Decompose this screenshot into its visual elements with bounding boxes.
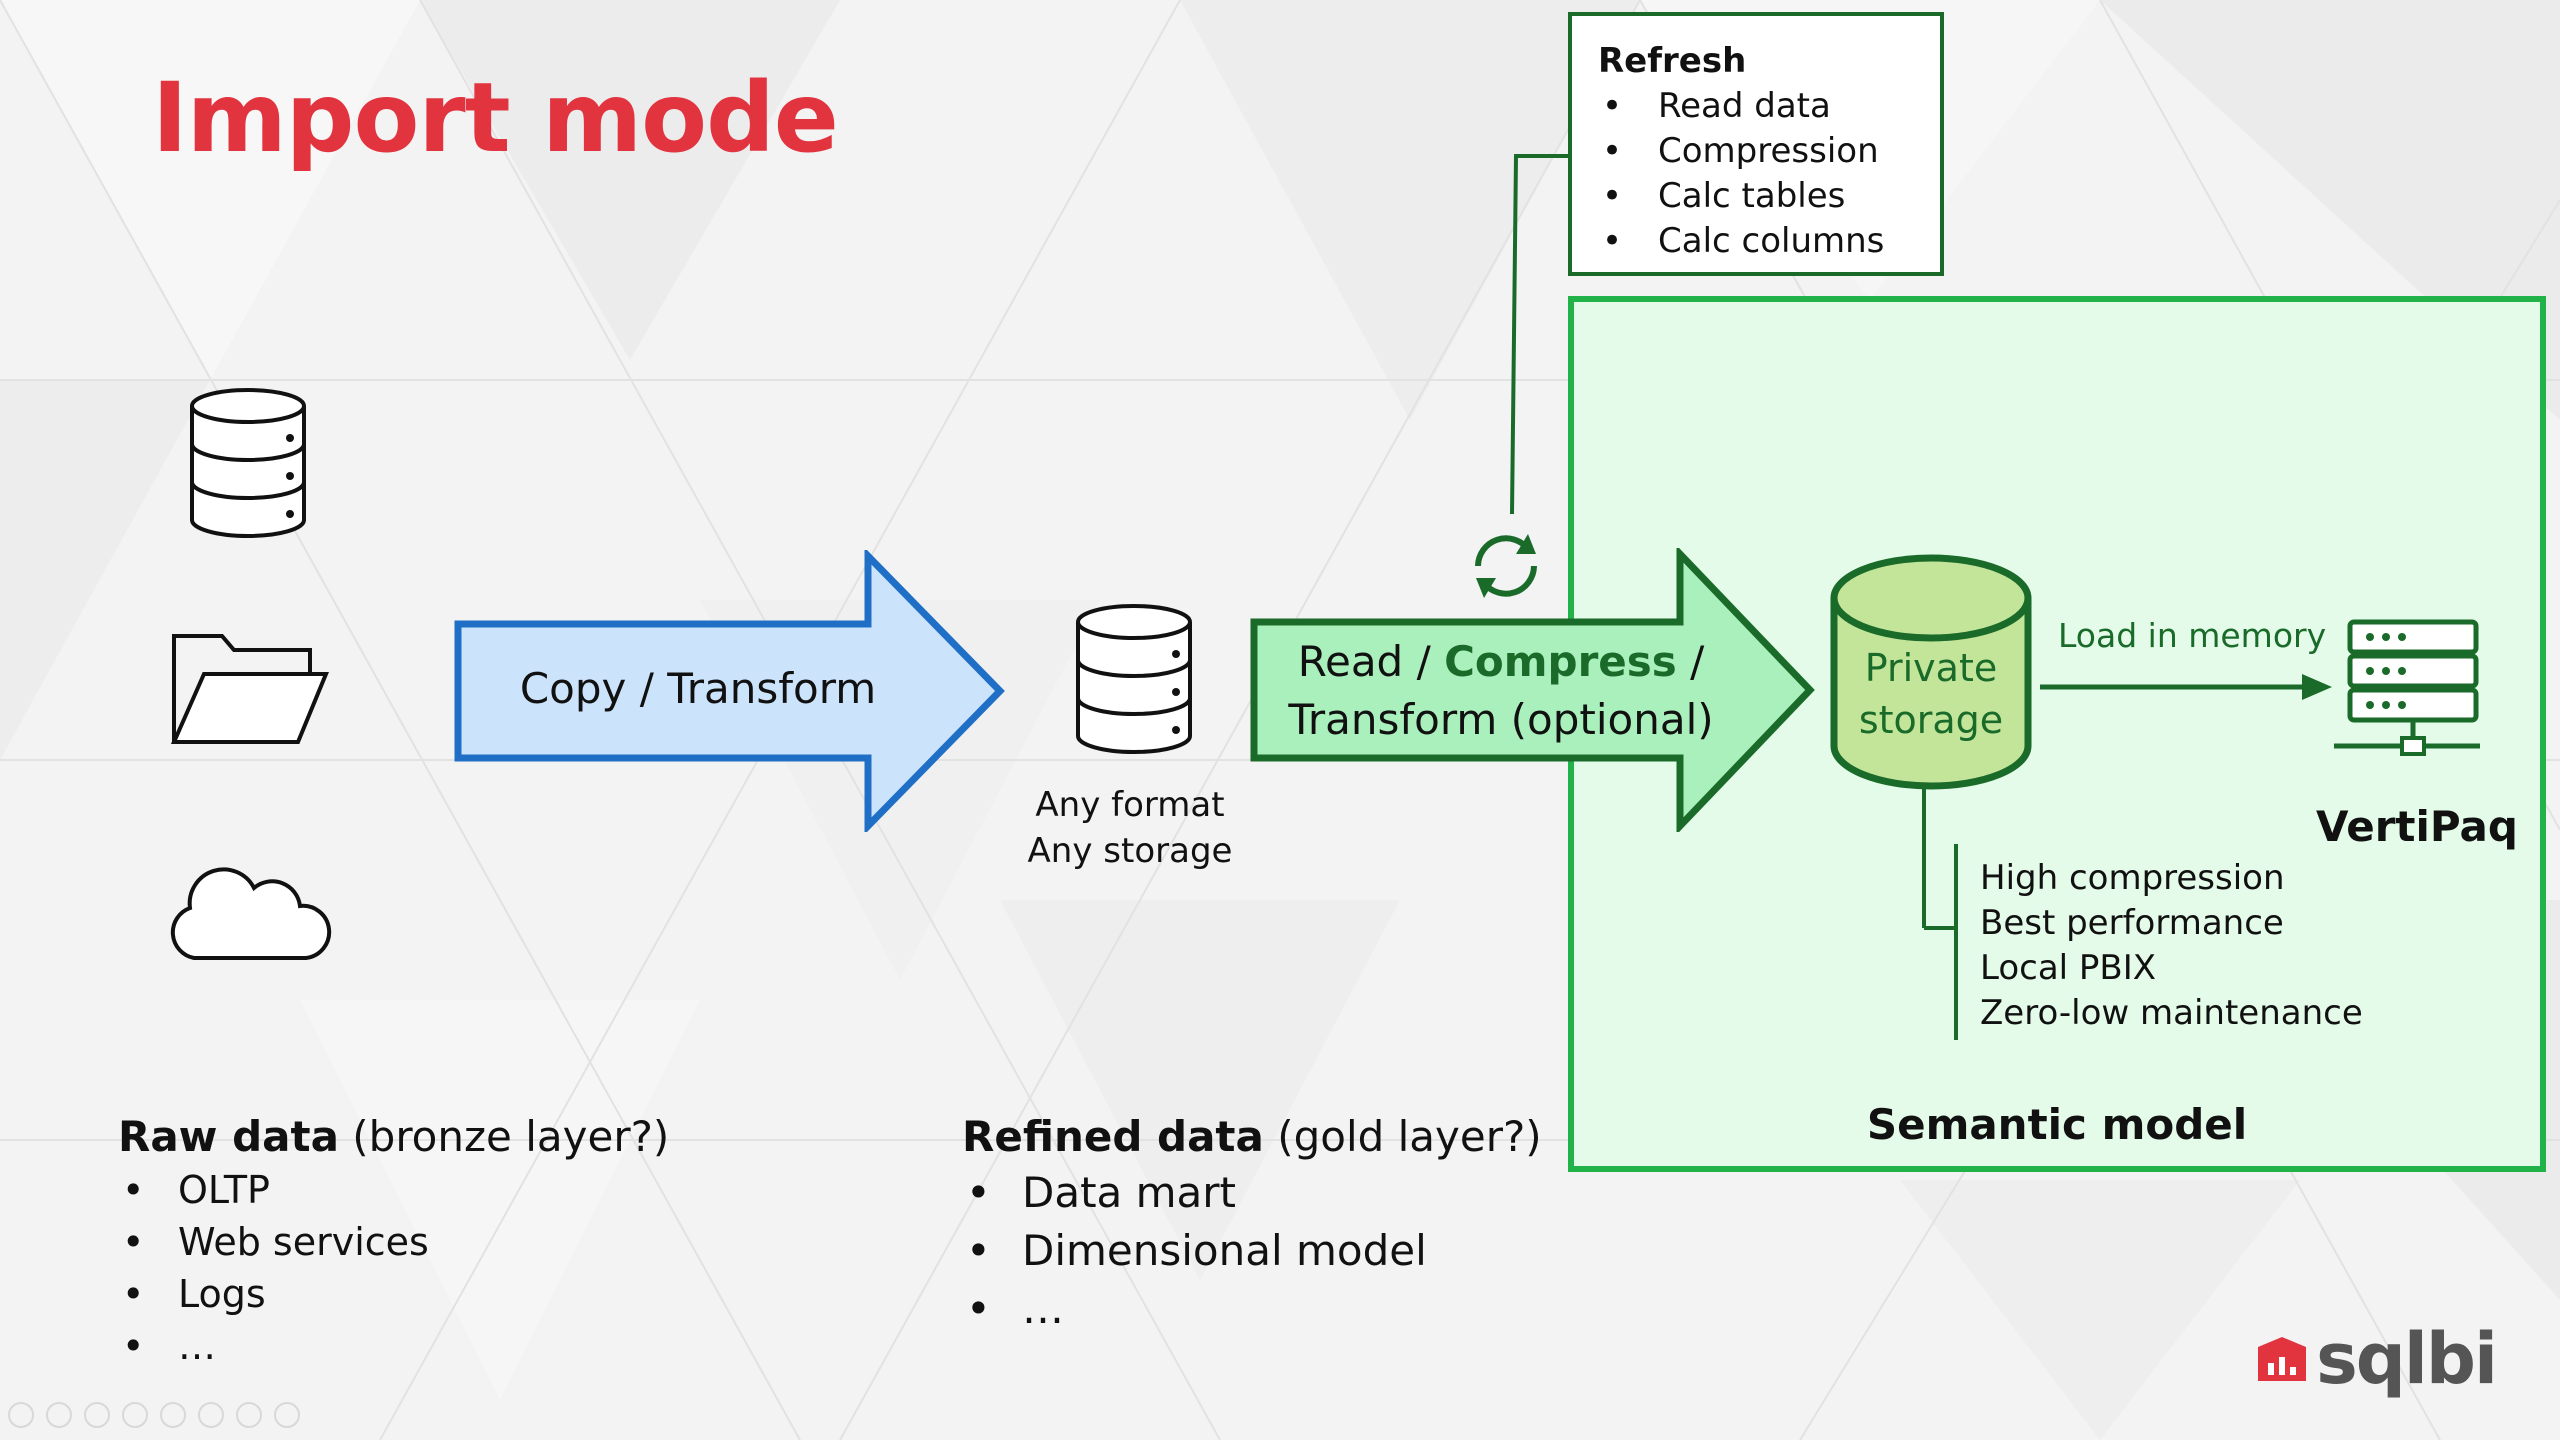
pen-icon[interactable] (84, 1402, 110, 1428)
refresh-step: Compression (1598, 129, 1940, 174)
sqlbi-logo-text: sqlbi (2316, 1318, 2498, 1400)
refresh-steps: Read data Compression Calc tables Calc c… (1598, 84, 1940, 264)
server-icon (2334, 619, 2480, 756)
page-title: Import mode (152, 62, 839, 174)
private-storage-line1: Private (1864, 646, 1998, 690)
raw-data-heading-rest: (bronze layer?) (338, 1112, 670, 1161)
raw-data-heading-bold: Raw data (118, 1112, 339, 1161)
refresh-step: Calc columns (1598, 219, 1940, 264)
read-compress-line1: Read / Compress / (1256, 633, 1746, 691)
sqlbi-logo-mark-icon (2258, 1337, 2307, 1381)
next-slide-icon[interactable] (46, 1402, 72, 1428)
refined-data-heading-rest: (gold layer?) (1263, 1112, 1542, 1161)
model-features: High compression Best performance Local … (1980, 856, 2363, 1036)
folder-icon (170, 634, 329, 744)
intermediate-storage: Any storage (1027, 831, 1233, 871)
refresh-cycle-icon (1475, 534, 1537, 598)
private-storage-icon (1830, 554, 2032, 790)
refined-data-heading-bold: Refined data (962, 1112, 1264, 1161)
database-icon (1076, 604, 1192, 754)
feature-item: High compression (1980, 858, 2285, 898)
zoom-icon[interactable] (160, 1402, 186, 1428)
raw-data-item: Web services (118, 1216, 669, 1268)
read-compress-arrow (1250, 548, 1815, 832)
raw-data-heading: Raw data (bronze layer?) (118, 1110, 669, 1164)
refined-data-item: Data mart (962, 1164, 1542, 1222)
raw-data-list: OLTP Web services Logs … (118, 1164, 669, 1372)
raw-data-item: Logs (118, 1268, 669, 1320)
refresh-title: Refresh (1598, 41, 1747, 81)
sqlbi-logo: sqlbi (2256, 1318, 2498, 1400)
refresh-step: Read data (1598, 84, 1940, 129)
refresh-step: Calc tables (1598, 174, 1940, 219)
copy-transform-label: Copy / Transform (519, 664, 877, 713)
read-compress-line2: Transform (optional) (1288, 695, 1714, 744)
database-icon (190, 388, 306, 538)
subtitles-icon[interactable] (198, 1402, 224, 1428)
read-compress-label: Read / Compress / Transform (optional) (1256, 633, 1746, 749)
feature-item: Local PBIX (1980, 948, 2157, 988)
refined-data-heading: Refined data (gold layer?) (962, 1110, 1542, 1164)
private-storage-label: Private storage (1836, 642, 2026, 746)
feature-item: Best performance (1980, 903, 2284, 943)
prev-slide-icon[interactable] (8, 1402, 34, 1428)
slides-grid-icon[interactable] (122, 1402, 148, 1428)
load-in-memory-label: Load in memory (2058, 616, 2327, 655)
read-suffix: / (1676, 637, 1705, 686)
vertipaq-label: VertiPaq (2316, 802, 2518, 851)
cloud-icon (170, 867, 332, 960)
private-storage-line2: storage (1858, 698, 2004, 742)
refined-data-list: Data mart Dimensional model … (962, 1164, 1542, 1338)
semantic-model-label: Semantic model (1866, 1100, 2248, 1149)
refresh-connector (1510, 154, 1568, 515)
load-arrow (2040, 674, 2332, 700)
raw-data-item: … (118, 1320, 669, 1372)
refined-data-item: Dimensional model (962, 1222, 1542, 1280)
raw-data-section: Raw data (bronze layer?) OLTP Web servic… (118, 1110, 669, 1372)
refresh-box: Refresh Read data Compression Calc table… (1568, 12, 1944, 276)
features-bracket (1922, 788, 1958, 1040)
read-prefix: Read / (1297, 637, 1445, 686)
intermediate-caption: Any format Any storage (1000, 782, 1260, 874)
refined-data-section: Refined data (gold layer?) Data mart Dim… (962, 1110, 1542, 1338)
copy-transform-arrow (454, 550, 1005, 832)
camera-icon[interactable] (236, 1402, 262, 1428)
raw-data-item: OLTP (118, 1164, 669, 1216)
slide-nav-controls[interactable] (8, 1402, 300, 1428)
feature-item: Zero-low maintenance (1980, 993, 2363, 1033)
more-options-icon[interactable] (274, 1402, 300, 1428)
intermediate-format: Any format (1035, 785, 1225, 825)
compress-highlight: Compress (1444, 637, 1677, 686)
refined-data-item: … (962, 1280, 1542, 1338)
